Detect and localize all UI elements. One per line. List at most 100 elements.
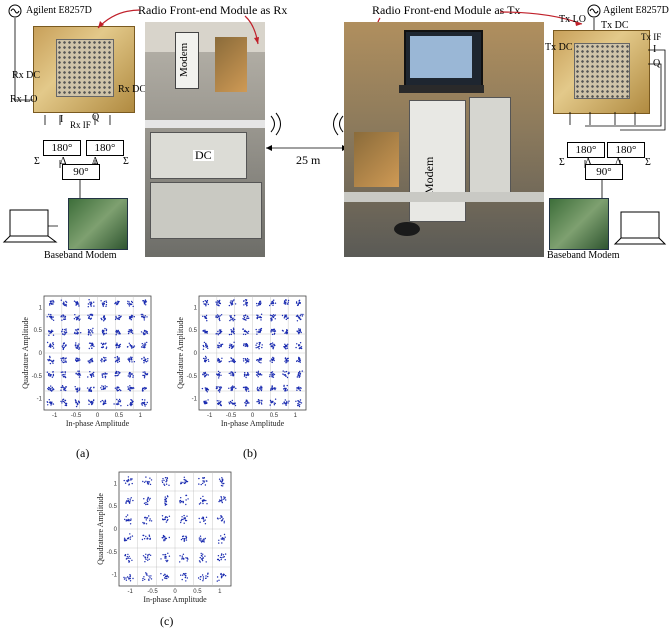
constellation-point: [224, 496, 226, 499]
constellation-point: [79, 387, 81, 389]
constellation-point: [103, 300, 106, 303]
constellation-point: [231, 345, 233, 348]
constellation-point: [221, 357, 223, 359]
constellation-point: [201, 559, 204, 562]
constellation-point: [219, 499, 221, 501]
constellation-point: [52, 360, 55, 362]
constellation-point: [182, 481, 184, 484]
constellation-point: [166, 480, 168, 482]
constellation-point: [272, 388, 274, 390]
constellation-point: [116, 372, 118, 374]
constellation-point: [77, 303, 80, 305]
constellation-point: [218, 316, 220, 318]
constellation-point: [180, 482, 183, 485]
constellation-point: [93, 371, 95, 374]
caption-a: (a): [76, 446, 90, 460]
constellation-point: [182, 553, 185, 555]
constellation-point: [182, 501, 184, 504]
constellation-point: [183, 538, 186, 540]
constellation-point: [219, 402, 221, 404]
constellation-point: [116, 403, 119, 406]
constellation-point: [143, 362, 145, 364]
constellation-point: [283, 302, 285, 304]
constellation-point: [207, 575, 209, 578]
constellation-point: [217, 330, 219, 333]
rx-if-label: Rx IF: [70, 120, 91, 130]
constellation-point: [274, 388, 276, 391]
constellation-point: [229, 343, 231, 345]
constellation-point: [52, 362, 54, 364]
constellation-point: [142, 374, 144, 377]
constellation-point: [206, 345, 209, 347]
constellation-point: [203, 480, 205, 482]
constellation-point: [208, 360, 210, 362]
constellation-point: [128, 537, 130, 539]
constellation-point: [230, 360, 232, 362]
constellation-point: [130, 387, 132, 389]
constellation-point: [88, 299, 90, 301]
constellation-point: [165, 501, 168, 503]
constellation-point: [242, 360, 245, 362]
constellation-point: [300, 347, 303, 350]
constellation-point: [270, 302, 273, 304]
constellation-point: [63, 346, 65, 348]
constellation-point: [202, 495, 204, 498]
constellation-point: [257, 399, 260, 401]
constellation-point: [184, 574, 187, 577]
constellation-point: [118, 333, 120, 335]
constellation-point: [201, 555, 203, 557]
constellation-point: [89, 301, 91, 303]
constellation-point: [165, 483, 168, 485]
constellation-point: [298, 358, 301, 361]
constellation-point: [258, 390, 260, 392]
constellation-point: [128, 303, 130, 306]
constellation-point: [284, 332, 286, 334]
constellation-point: [128, 483, 130, 485]
constellation-point: [145, 476, 147, 478]
constellation-point: [128, 317, 131, 319]
constellation-point: [62, 376, 65, 378]
constellation-point: [115, 334, 117, 336]
constellation-point: [299, 359, 301, 362]
constellation-point: [51, 389, 54, 391]
constellation-point: [205, 575, 207, 577]
constellation-point: [221, 553, 223, 555]
constellation-point: [75, 347, 78, 349]
constellation-point: [118, 360, 121, 363]
y-tick-label: -0.5: [32, 374, 43, 380]
constellation-point: [142, 387, 144, 389]
constellation-point: [49, 344, 51, 346]
constellation-point: [271, 315, 274, 317]
constellation-point: [285, 299, 287, 302]
constellation-point: [270, 331, 272, 333]
constellation-point: [248, 402, 250, 404]
constellation-point: [298, 387, 300, 390]
constellation-point: [270, 343, 272, 345]
constellation-point: [131, 356, 133, 359]
constellation-point: [103, 357, 106, 359]
constellation-point: [284, 347, 286, 349]
constellation-point: [259, 387, 261, 389]
constellation-point: [117, 374, 120, 376]
constellation-point: [145, 501, 147, 504]
y-tick-label: -1: [192, 397, 198, 403]
constellation-point: [49, 301, 52, 303]
constellation-point: [46, 401, 49, 403]
constellation-point: [102, 320, 105, 322]
constellation-point: [203, 329, 205, 332]
constellation-point: [76, 373, 79, 375]
constellation-point: [65, 301, 68, 303]
laptop-icon: [2, 209, 58, 243]
constellation-point: [203, 360, 206, 362]
constellation-point: [61, 402, 63, 404]
constellation-point: [128, 342, 130, 344]
constellation-point: [144, 315, 146, 317]
constellation-point: [243, 315, 245, 317]
constellation-point: [228, 346, 231, 349]
y-tick-label: 0.5: [109, 504, 118, 510]
constellation-point: [269, 404, 271, 406]
tx-delta-2: Δ: [615, 157, 622, 168]
constellation-point: [272, 374, 274, 376]
constellation-point: [140, 403, 143, 405]
constellation-point: [130, 358, 133, 361]
